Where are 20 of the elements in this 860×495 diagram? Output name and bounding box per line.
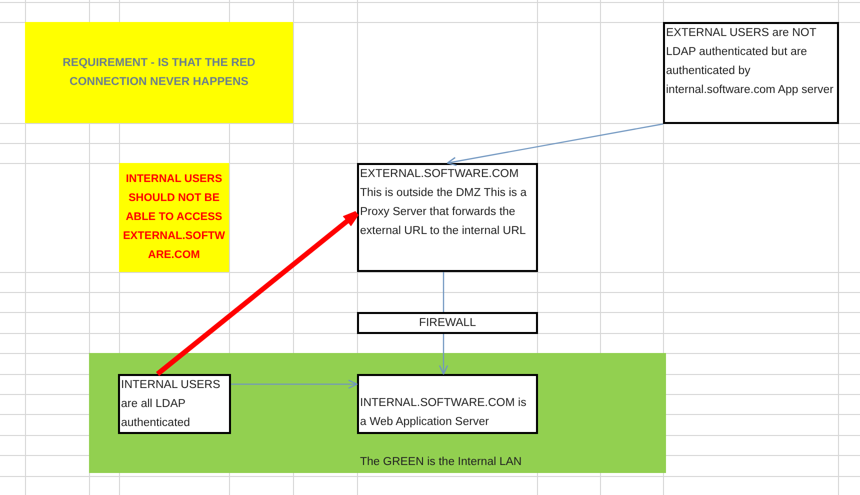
users-box bbox=[118, 374, 231, 434]
box-text: INTERNAL USERS are all LDAP authenticated bbox=[121, 378, 222, 431]
firewall-box bbox=[357, 312, 538, 334]
note-text: REQUIREMENT - IS THAT THE RED CONNECTION NEVER HAPPENS bbox=[62, 56, 256, 90]
app-server-box bbox=[357, 374, 538, 434]
requirement-note bbox=[25, 22, 293, 123]
note-box bbox=[663, 22, 839, 124]
box-text: INTERNAL.SOFTWARE.COM is a Web Application Server bbox=[360, 396, 528, 430]
connector-line bbox=[442, 272, 444, 312]
proxy-server-box bbox=[357, 163, 538, 272]
box-text: EXTERNAL USERS are NOT LDAP authenticated but are authenticated by internal.software.com App server bbox=[666, 26, 834, 98]
box-text: FIREWALL bbox=[418, 316, 478, 330]
zone-label: The GREEN is the Internal LAN bbox=[360, 455, 522, 470]
arrow bbox=[438, 334, 448, 375]
arrow bbox=[446, 123, 664, 166]
warning-note bbox=[119, 163, 229, 272]
arrow bbox=[231, 380, 358, 389]
lan-zone-band bbox=[89, 353, 666, 473]
note-text: INTERNAL USERS SHOULD NOT BE ABLE TO ACCESS EXTERNAL.SOFTWARE.COM bbox=[122, 172, 226, 263]
box-text: EXTERNAL.SOFTWARE.COM This is outside the DMZ This is a Proxy Server that forwards the external URL to the internal URL bbox=[360, 167, 528, 239]
